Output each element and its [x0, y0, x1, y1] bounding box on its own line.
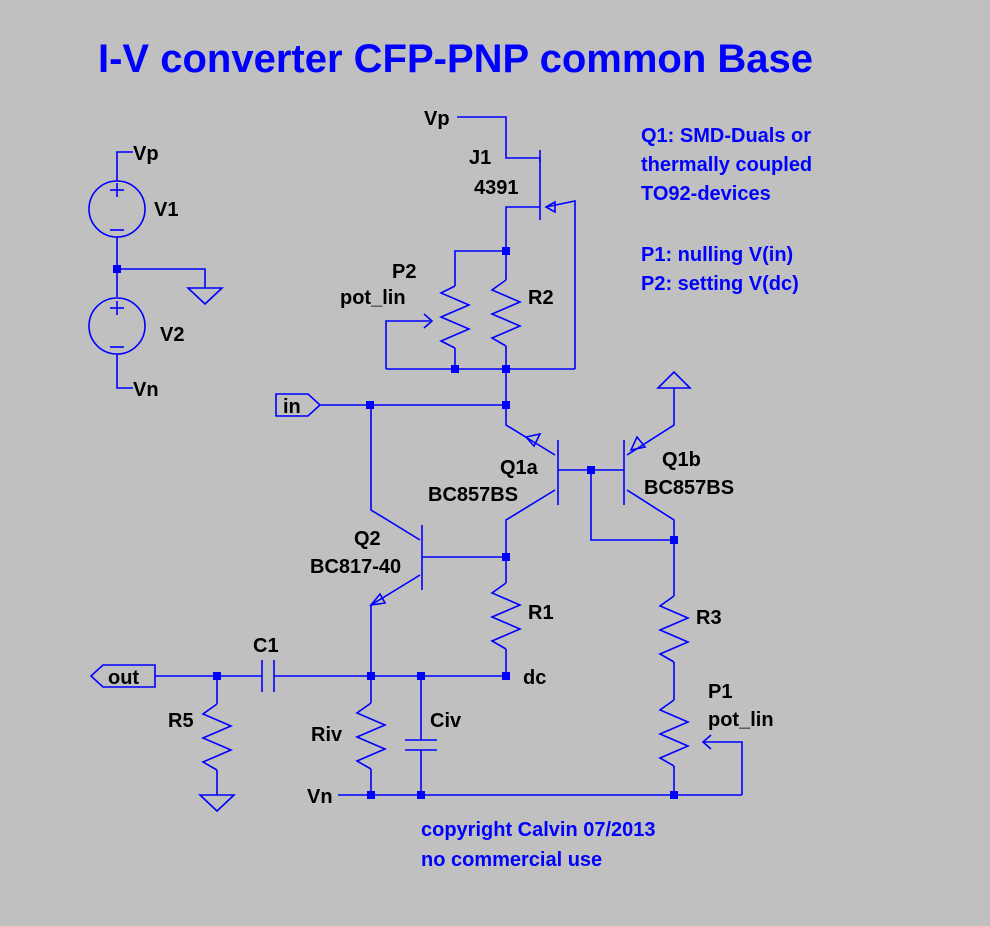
note-line: thermally coupled — [641, 154, 812, 176]
capacitor-c1 — [155, 660, 275, 692]
transistor-q2 — [369, 405, 506, 676]
civ-label: Civ — [430, 710, 462, 732]
r5-label: R5 — [168, 710, 194, 732]
resistor-r3 — [657, 540, 691, 700]
copyright-line: copyright Calvin 07/2013 — [421, 819, 656, 841]
net-label-vn-left: Vn — [133, 379, 159, 401]
note-line: P2: setting V(dc) — [641, 273, 799, 295]
q1a-value: BC857BS — [428, 484, 518, 506]
transistor-q1b — [623, 388, 675, 540]
v2-label: V2 — [160, 324, 184, 346]
j1-label: J1 — [469, 147, 491, 169]
voltage-source-v2 — [88, 297, 146, 389]
q2-value: BC817-40 — [310, 556, 401, 578]
p1-label: P1 — [708, 681, 732, 703]
net-label-dc: dc — [523, 667, 546, 689]
jfet-j1 — [505, 150, 576, 369]
copyright-notice: copyright Calvin 07/2013 no commercial u… — [421, 819, 656, 871]
p1-value: pot_lin — [708, 709, 774, 731]
resistor-riv — [354, 676, 388, 795]
q2-label: Q2 — [354, 528, 381, 550]
note-line: Q1: SMD-Duals or — [641, 125, 811, 147]
p2-value: pot_lin — [340, 287, 406, 309]
junction-node — [502, 672, 510, 680]
net-label-vp-left: Vp — [133, 143, 159, 165]
copyright-line: no commercial use — [421, 849, 602, 871]
resistor-r5 — [197, 676, 237, 813]
q1a-label: Q1a — [500, 457, 539, 479]
junction-node — [366, 401, 374, 409]
v1-label: V1 — [154, 199, 178, 221]
port-in-label: in — [283, 396, 301, 418]
net-label-vp-top: Vp — [424, 108, 450, 130]
c1-label: C1 — [253, 635, 279, 657]
note-line: P1: nulling V(in) — [641, 244, 793, 266]
ground-symbol-inverted — [656, 370, 692, 389]
note-line: TO92-devices — [641, 183, 771, 205]
r2-label: R2 — [528, 287, 554, 309]
q1b-label: Q1b — [662, 449, 701, 471]
riv-label: Riv — [311, 724, 343, 746]
voltage-source-v1 — [88, 151, 146, 297]
diagram-title: I-V converter CFP-PNP common Base — [98, 37, 813, 81]
potentiometer-p1 — [657, 699, 743, 795]
r3-label: R3 — [696, 607, 722, 629]
r1-label: R1 — [528, 602, 554, 624]
resistor-r1 — [489, 557, 523, 676]
q1b-value: BC857BS — [644, 477, 734, 499]
ground-symbol — [185, 287, 225, 306]
port-out[interactable] — [89, 664, 156, 688]
p2-label: P2 — [392, 261, 416, 283]
net-label-vn-bottom: Vn — [307, 786, 333, 808]
capacitor-civ — [405, 676, 437, 795]
junction-node — [367, 791, 375, 799]
design-notes: Q1: SMD-Duals or thermally coupled TO92-… — [641, 125, 812, 295]
port-out-label: out — [108, 667, 139, 689]
transistor-q1a — [505, 405, 624, 557]
j1-value: 4391 — [474, 177, 519, 199]
junction-node — [417, 791, 425, 799]
resistor-r2 — [489, 279, 523, 369]
junction-node — [670, 791, 678, 799]
port-in[interactable] — [275, 393, 322, 417]
junction-node — [451, 365, 459, 373]
